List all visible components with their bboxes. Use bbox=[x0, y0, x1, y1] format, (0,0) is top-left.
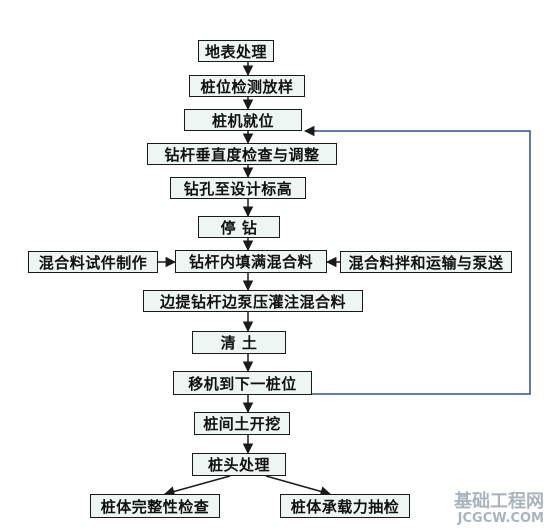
side-mixture-specimen: 混合料试件制作 bbox=[28, 251, 158, 273]
step-pump-mixture-while-lifting: 边提钻杆边泵压灌注混合料 bbox=[143, 290, 363, 312]
step-stop-drilling: 停 钻 bbox=[198, 216, 280, 238]
side-mixture-transport-pump: 混合料拌和运输与泵送 bbox=[340, 251, 512, 273]
step-pile-head-treatment: 桩头处理 bbox=[192, 453, 286, 476]
step-bearing-capacity-check: 桩体承载力抽检 bbox=[280, 494, 410, 518]
watermark-cn: 基础工程网 bbox=[454, 491, 544, 512]
step-move-to-next-pile: 移机到下一桩位 bbox=[173, 371, 312, 395]
step-fill-mixture-in-rod: 钻杆内填满混合料 bbox=[175, 250, 327, 273]
step-pile-integrity-check: 桩体完整性检查 bbox=[90, 494, 220, 518]
arrow-s12-s13 bbox=[163, 475, 231, 497]
step-verticality-check: 钻杆垂直度检查与调整 bbox=[147, 143, 337, 165]
watermark: 基础工程网 JCGCW.COM bbox=[454, 487, 544, 526]
step-drill-to-design-depth: 钻孔至设计标高 bbox=[170, 177, 306, 199]
loop-back-line bbox=[307, 130, 531, 395]
step-excavate-soil-between-piles: 桩间土开挖 bbox=[194, 412, 290, 435]
step-rig-in-position: 桩机就位 bbox=[184, 109, 302, 131]
arrow-s12-s14 bbox=[265, 475, 332, 497]
watermark-url: JCGCW.COM bbox=[457, 511, 544, 526]
step-clear-soil: 清 土 bbox=[192, 331, 286, 354]
step-pile-position-layout: 桩位检测放样 bbox=[189, 75, 305, 97]
step-surface-treatment: 地表处理 bbox=[198, 40, 274, 62]
